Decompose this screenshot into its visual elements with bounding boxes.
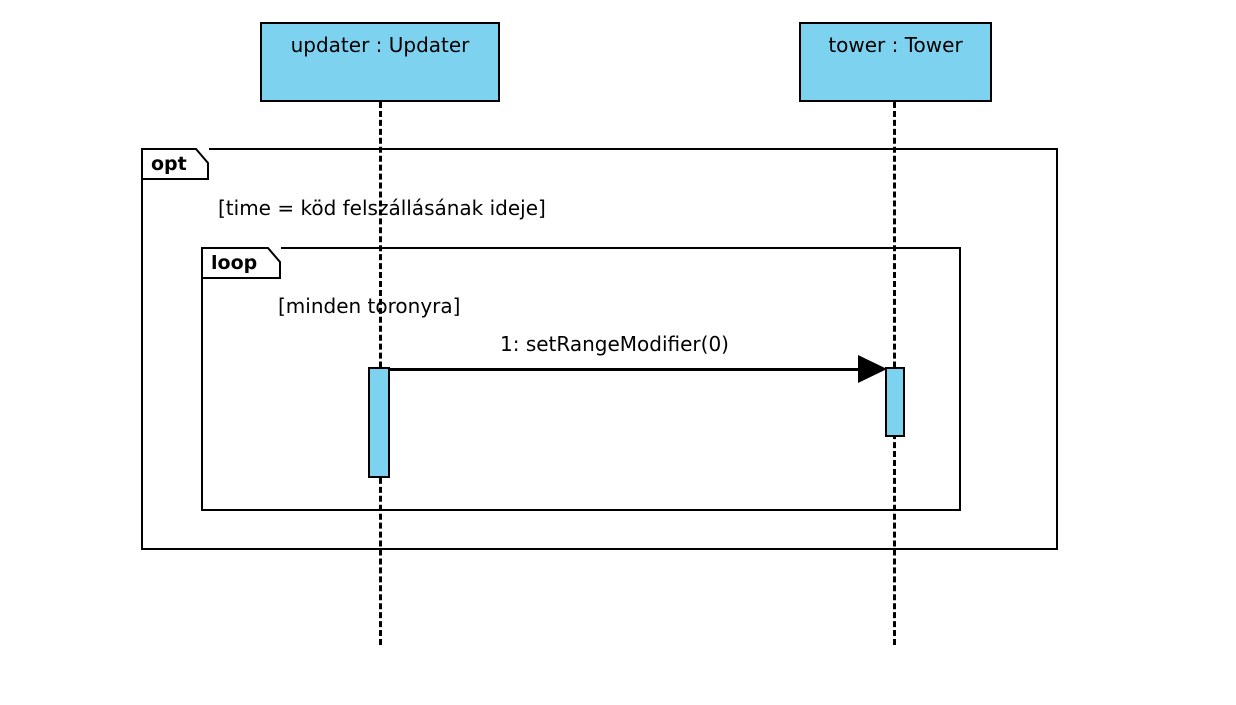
fragment-operator-tab-loop: loop	[201, 247, 281, 279]
fragment-tab-shape-loop	[201, 247, 281, 279]
fragment-operator-label-opt: opt	[151, 153, 187, 175]
fragment-operator-tab-opt: opt	[141, 148, 209, 180]
message-line-setrangemodifier[interactable]	[390, 368, 862, 371]
guard-condition-opt: [time = köd felszállásának ideje]	[218, 196, 546, 220]
message-label-setrangemodifier: 1: setRangeModifier(0)	[500, 332, 729, 356]
lifeline-label-tower: tower : Tower	[828, 33, 963, 57]
message-arrowhead-setrangemodifier	[858, 355, 887, 383]
lifeline-head-tower[interactable]: tower : Tower	[799, 22, 992, 102]
combined-fragment-loop[interactable]: loop	[201, 247, 961, 511]
activation-bar-tower[interactable]	[885, 367, 905, 437]
lifeline-label-updater: updater : Updater	[290, 33, 470, 57]
lifeline-head-updater[interactable]: updater : Updater	[260, 22, 500, 102]
combined-fragment-opt[interactable]: opt	[141, 148, 1058, 550]
fragment-tab-shape-opt	[141, 148, 209, 180]
guard-condition-loop: [minden toronyra]	[278, 294, 461, 318]
fragment-operator-label-loop: loop	[211, 252, 258, 274]
activation-bar-updater[interactable]	[368, 367, 390, 478]
